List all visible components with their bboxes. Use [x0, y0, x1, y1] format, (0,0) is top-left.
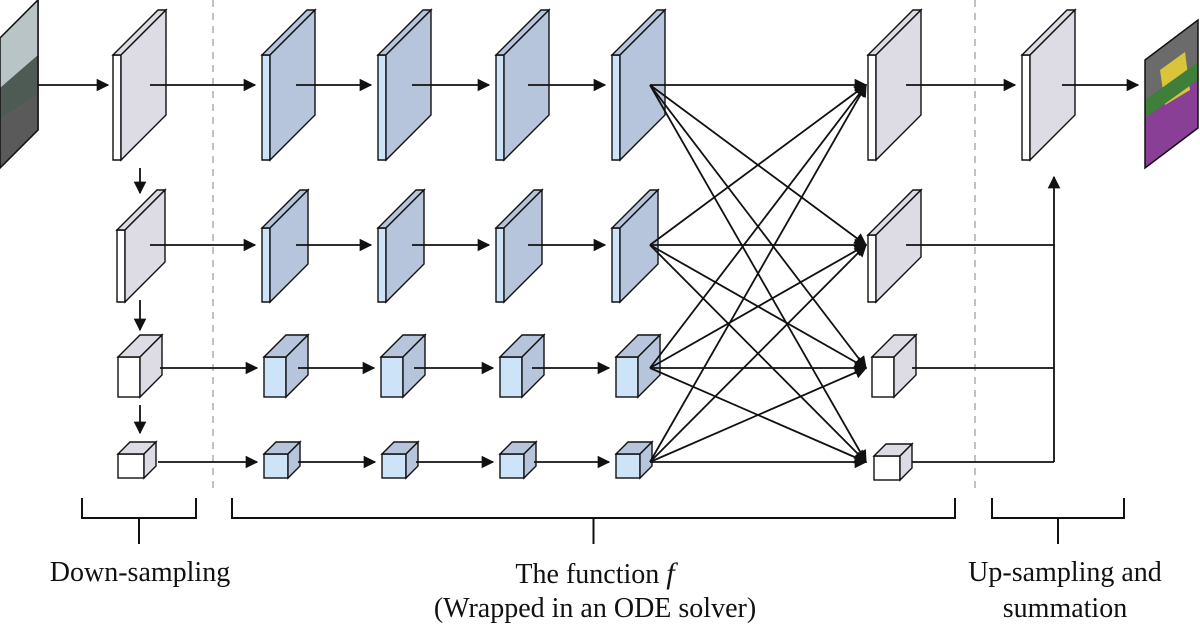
- upsample-block-level-4: [872, 442, 914, 482]
- fusion-arrow: [649, 83, 867, 369]
- ode-block-level-4-step-2: [380, 440, 420, 480]
- fusion-arrow: [649, 84, 868, 246]
- fusion-arrow: [649, 244, 867, 463]
- bracket-upsampling: [991, 498, 1125, 544]
- input-image-icon: [0, 0, 39, 170]
- downsample-block-level-2: [115, 188, 167, 304]
- connection-arrows: [38, 78, 1140, 469]
- ode-block-level-3-step-4: [614, 333, 662, 399]
- ode-block-level-3-step-2: [379, 333, 427, 399]
- downsampling-label: Down-sampling: [49, 557, 231, 588]
- downsample-block-level-4: [116, 440, 158, 480]
- feature-blocks: [111, 8, 1077, 482]
- ode-block-level-2-step-3: [494, 188, 544, 304]
- function-subtitle: (Wrapped in an ODE solver): [433, 593, 757, 624]
- upsampling-label-line1: Up-sampling and: [968, 557, 1162, 588]
- ode-block-level-3-step-1: [262, 333, 310, 399]
- function-symbol: f: [666, 557, 675, 590]
- brackets: [81, 498, 1125, 544]
- function-title-prefix: The function: [515, 559, 660, 590]
- ode-block-level-1-step-3: [494, 8, 551, 162]
- ode-block-level-4-step-4: [614, 440, 654, 480]
- ode-block-level-1-step-2: [376, 8, 433, 162]
- upsample-block-level-1: [866, 8, 923, 162]
- fusion-arrow: [649, 366, 868, 463]
- downsample-block-level-3: [116, 333, 164, 399]
- ode-block-level-1-step-1: [260, 8, 317, 162]
- final-upsample-block: [1020, 8, 1077, 162]
- output-image-icon: [1144, 18, 1199, 170]
- bracket-function: [231, 498, 956, 544]
- ode-block-level-4-step-1: [262, 440, 302, 480]
- ode-block-level-2-step-4: [610, 188, 660, 304]
- ode-block-level-2-step-2: [376, 188, 426, 304]
- ode-block-level-1-step-4: [610, 8, 667, 162]
- bracket-downsampling: [81, 498, 197, 544]
- upsample-block-level-3: [870, 333, 918, 399]
- upsampling-label-line2: summation: [1002, 593, 1128, 624]
- function-title: The function f: [400, 557, 790, 591]
- ode-block-level-3-step-3: [498, 333, 546, 399]
- ode-block-level-4-step-3: [498, 440, 538, 480]
- upsample-block-level-2: [866, 188, 923, 304]
- fusion-arrow: [649, 244, 868, 369]
- downsample-block-level-1: [111, 8, 168, 162]
- ode-block-level-2-step-1: [260, 188, 310, 304]
- fusion-arrow: [649, 83, 867, 463]
